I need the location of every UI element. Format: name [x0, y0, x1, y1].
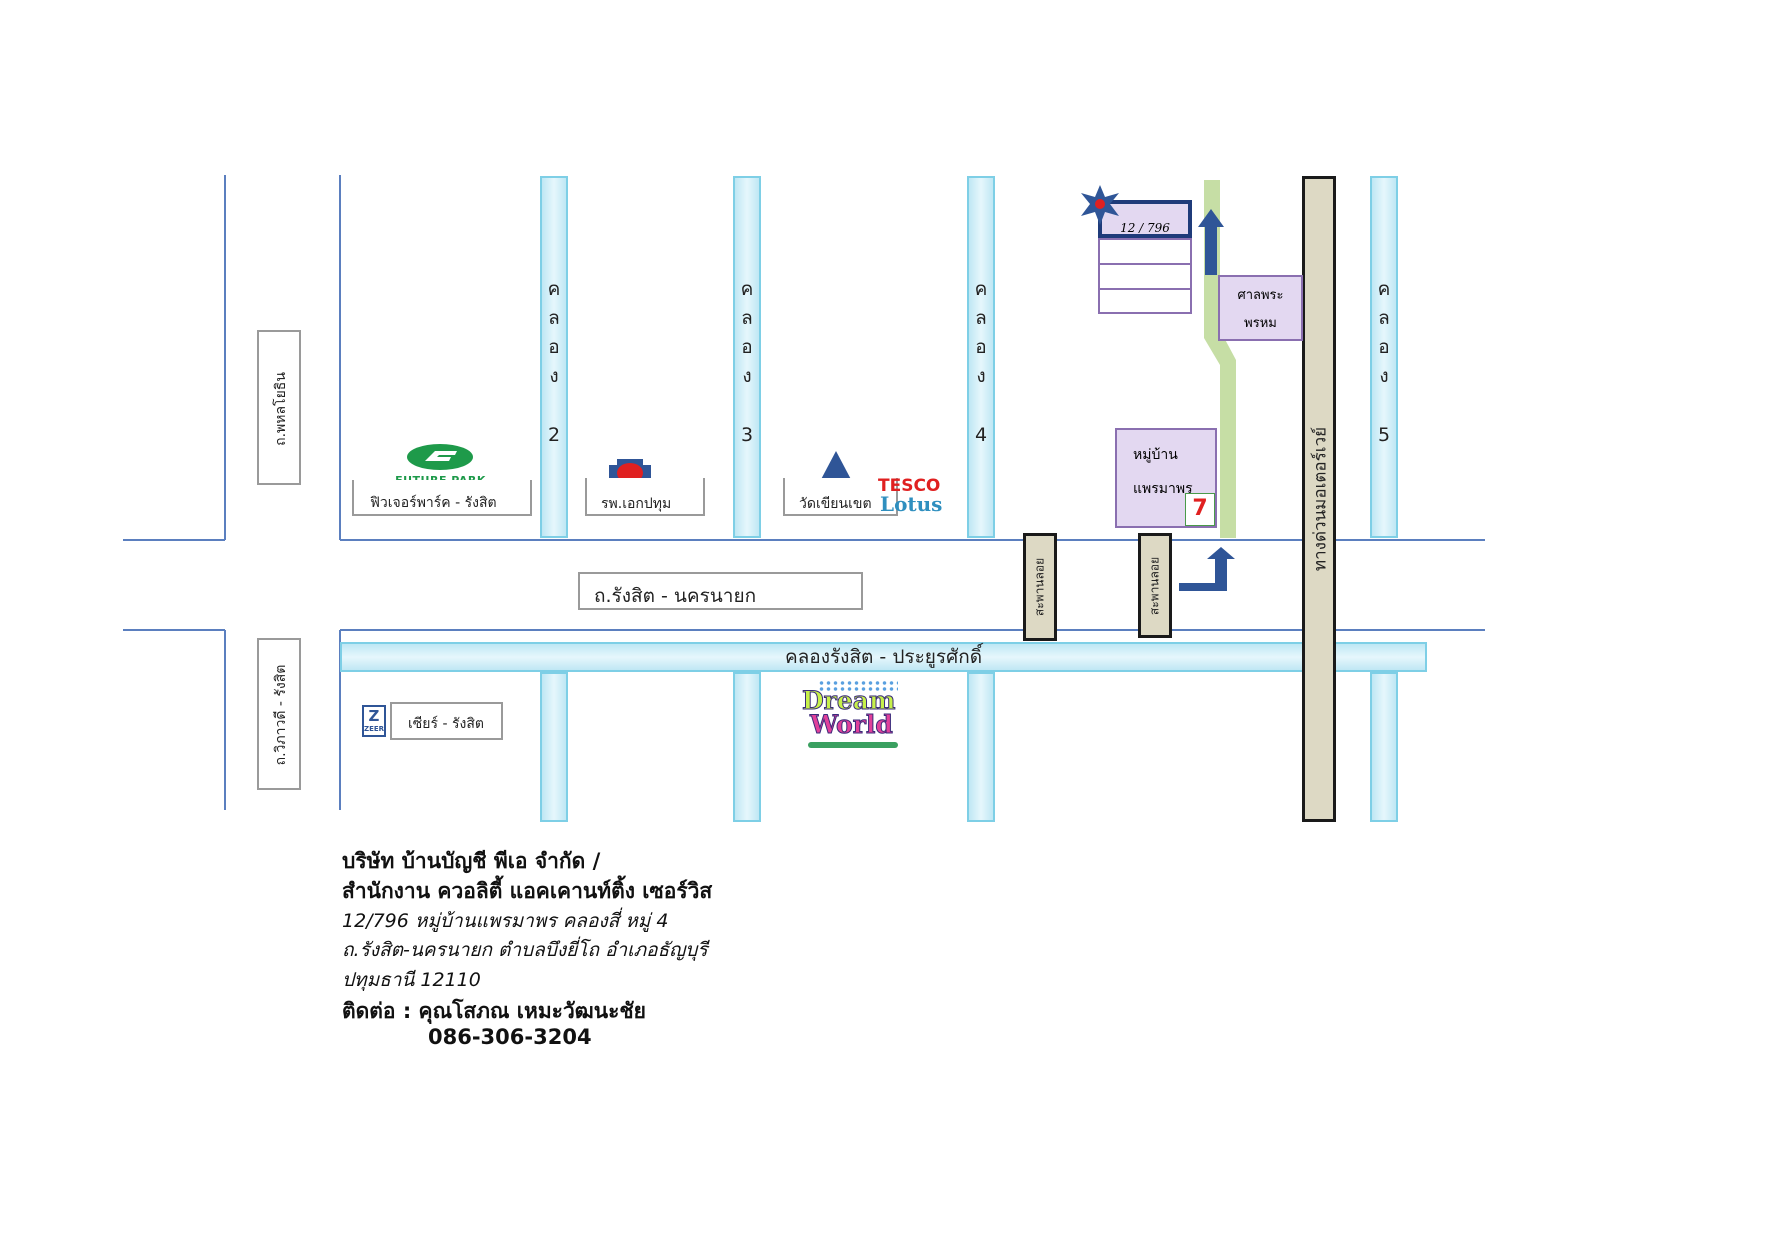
- rangsit-nakhon-nayok-road-label: ถ.รังสิต - นครนายก: [578, 572, 863, 610]
- arrow-turn-icon: [1179, 547, 1235, 591]
- dream-world-logo: Dream World: [790, 680, 920, 758]
- hospital-label: รพ.เอกปทุม: [585, 478, 705, 516]
- tesco-logo-text: TESCO: [878, 476, 941, 496]
- phahonyothin-road-label: ถ.พหลโยธิน: [257, 330, 301, 485]
- company-name-line-2: สำนักงาน ควอลิตี้ แอคเคานท์ติ้ง เซอร์วิส: [342, 879, 713, 903]
- contact-phone[interactable]: 086-306-3204: [428, 1025, 592, 1049]
- wiphawadi-road-label: ถ.วิภาวดี - รังสิต: [257, 638, 301, 790]
- seven-eleven-icon: 7: [1185, 493, 1215, 526]
- contact-person: ติดต่อ : คุณโสภณ เหมะวัฒนะชัย: [342, 999, 646, 1023]
- future-park-logo-icon: [407, 444, 473, 470]
- address-line-2: ถ.รังสิต-นครนายก ตำบลบึงยี่โถ อำเภอธัญบุ…: [342, 939, 708, 961]
- klong-5-canal: [1370, 176, 1398, 538]
- address-line-3: ปทุมธานี 12110: [342, 969, 481, 991]
- klong-3-canal-south: [733, 672, 761, 822]
- klong-2-canal-south: [540, 672, 568, 822]
- lotus-logo-text: Lotus: [880, 492, 943, 516]
- klong-5-canal-south: [1370, 672, 1398, 822]
- address-line-1: 12/796 หมู่บ้านแพรมาพร คลองสี่ หมู่ 4: [342, 910, 669, 932]
- klong-4-canal-south: [967, 672, 995, 822]
- temple-label: วัดเขียนเขต: [783, 478, 898, 516]
- motorway: ทางด่วนมอเตอร์เวย์: [1302, 176, 1336, 822]
- klong-3-canal: [733, 176, 761, 538]
- klong-4-canal: [967, 176, 995, 538]
- zeer-rangsit-label: เซียร์ - รังสิต: [390, 702, 503, 740]
- footbridge-left: สะพานลอย: [1023, 533, 1057, 641]
- future-park-label: ฟิวเจอร์พาร์ค - รังสิต: [352, 480, 532, 516]
- adjacent-buildings: [1098, 238, 1192, 314]
- arrow-up-icon: [1198, 209, 1224, 275]
- brahma-shrine: ศาลพระ พรหม: [1218, 275, 1303, 341]
- footbridge-right: สะพานลอย: [1138, 533, 1172, 638]
- destination-star-icon: [1081, 185, 1119, 225]
- company-name-line-1: บริษัท บ้านบัญชี พีเอ จำกัด /: [342, 849, 601, 873]
- klong-2-canal: [540, 176, 568, 538]
- rangsit-prayoonsak-canal: คลองรังสิต - ประยูรศักดิ์: [340, 642, 1427, 672]
